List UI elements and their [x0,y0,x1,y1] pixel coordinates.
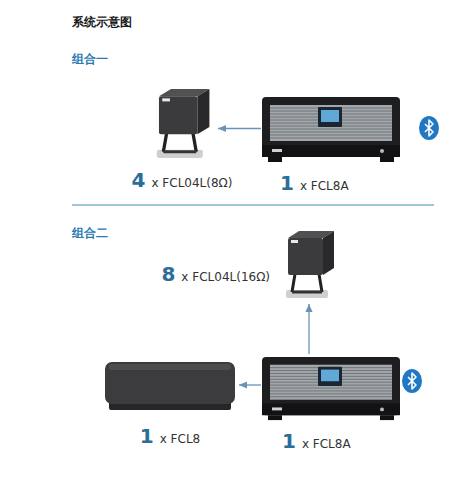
quantity-label: 4 x FCL04L(8Ω) [132,168,233,192]
model-name: x FCL8 [160,432,201,446]
section-heading: 组合一 [72,51,108,68]
device-node: 1x FCL8A [262,95,400,165]
quantity-number: 4 [132,168,146,192]
section-heading: 组合二 [72,225,108,242]
quantity-label: 1 x FCL8 [140,424,200,448]
quantity-number: 1 [280,171,294,195]
quantity-label: 1 x FCL8A [280,171,349,195]
device-node: 1x FCL8A [262,355,400,423]
device-node: 8x FCL04L(16Ω) [278,228,340,302]
signal-arrow [218,128,261,129]
signal-arrow [308,304,309,354]
amplifier-illustration [262,95,400,165]
subwoofer-illustration [103,358,237,412]
speaker-illustration [278,228,340,302]
diagram-title: 系统示意图 [72,14,132,31]
quantity-number: 1 [282,429,296,453]
quantity-number: 1 [140,424,154,448]
quantity-number: 8 [161,262,175,286]
model-name: x FCL04L(16Ω) [181,270,270,284]
device-node: 4x FCL04L(8Ω) [148,86,216,162]
amplifier-illustration [262,355,400,423]
speaker-illustration [148,86,216,162]
bluetooth-icon [402,369,422,393]
quantity-label: 1 x FCL8A [282,429,351,453]
bluetooth-icon [419,116,439,140]
device-node: 1x FCL8 [103,358,237,412]
model-name: x FCL8A [300,179,349,193]
model-name: x FCL04L(8Ω) [151,176,232,190]
model-name: x FCL8A [302,437,351,451]
divider-line [72,204,434,205]
signal-arrow [239,384,261,385]
quantity-label: 8 x FCL04L(16Ω) [161,262,270,286]
